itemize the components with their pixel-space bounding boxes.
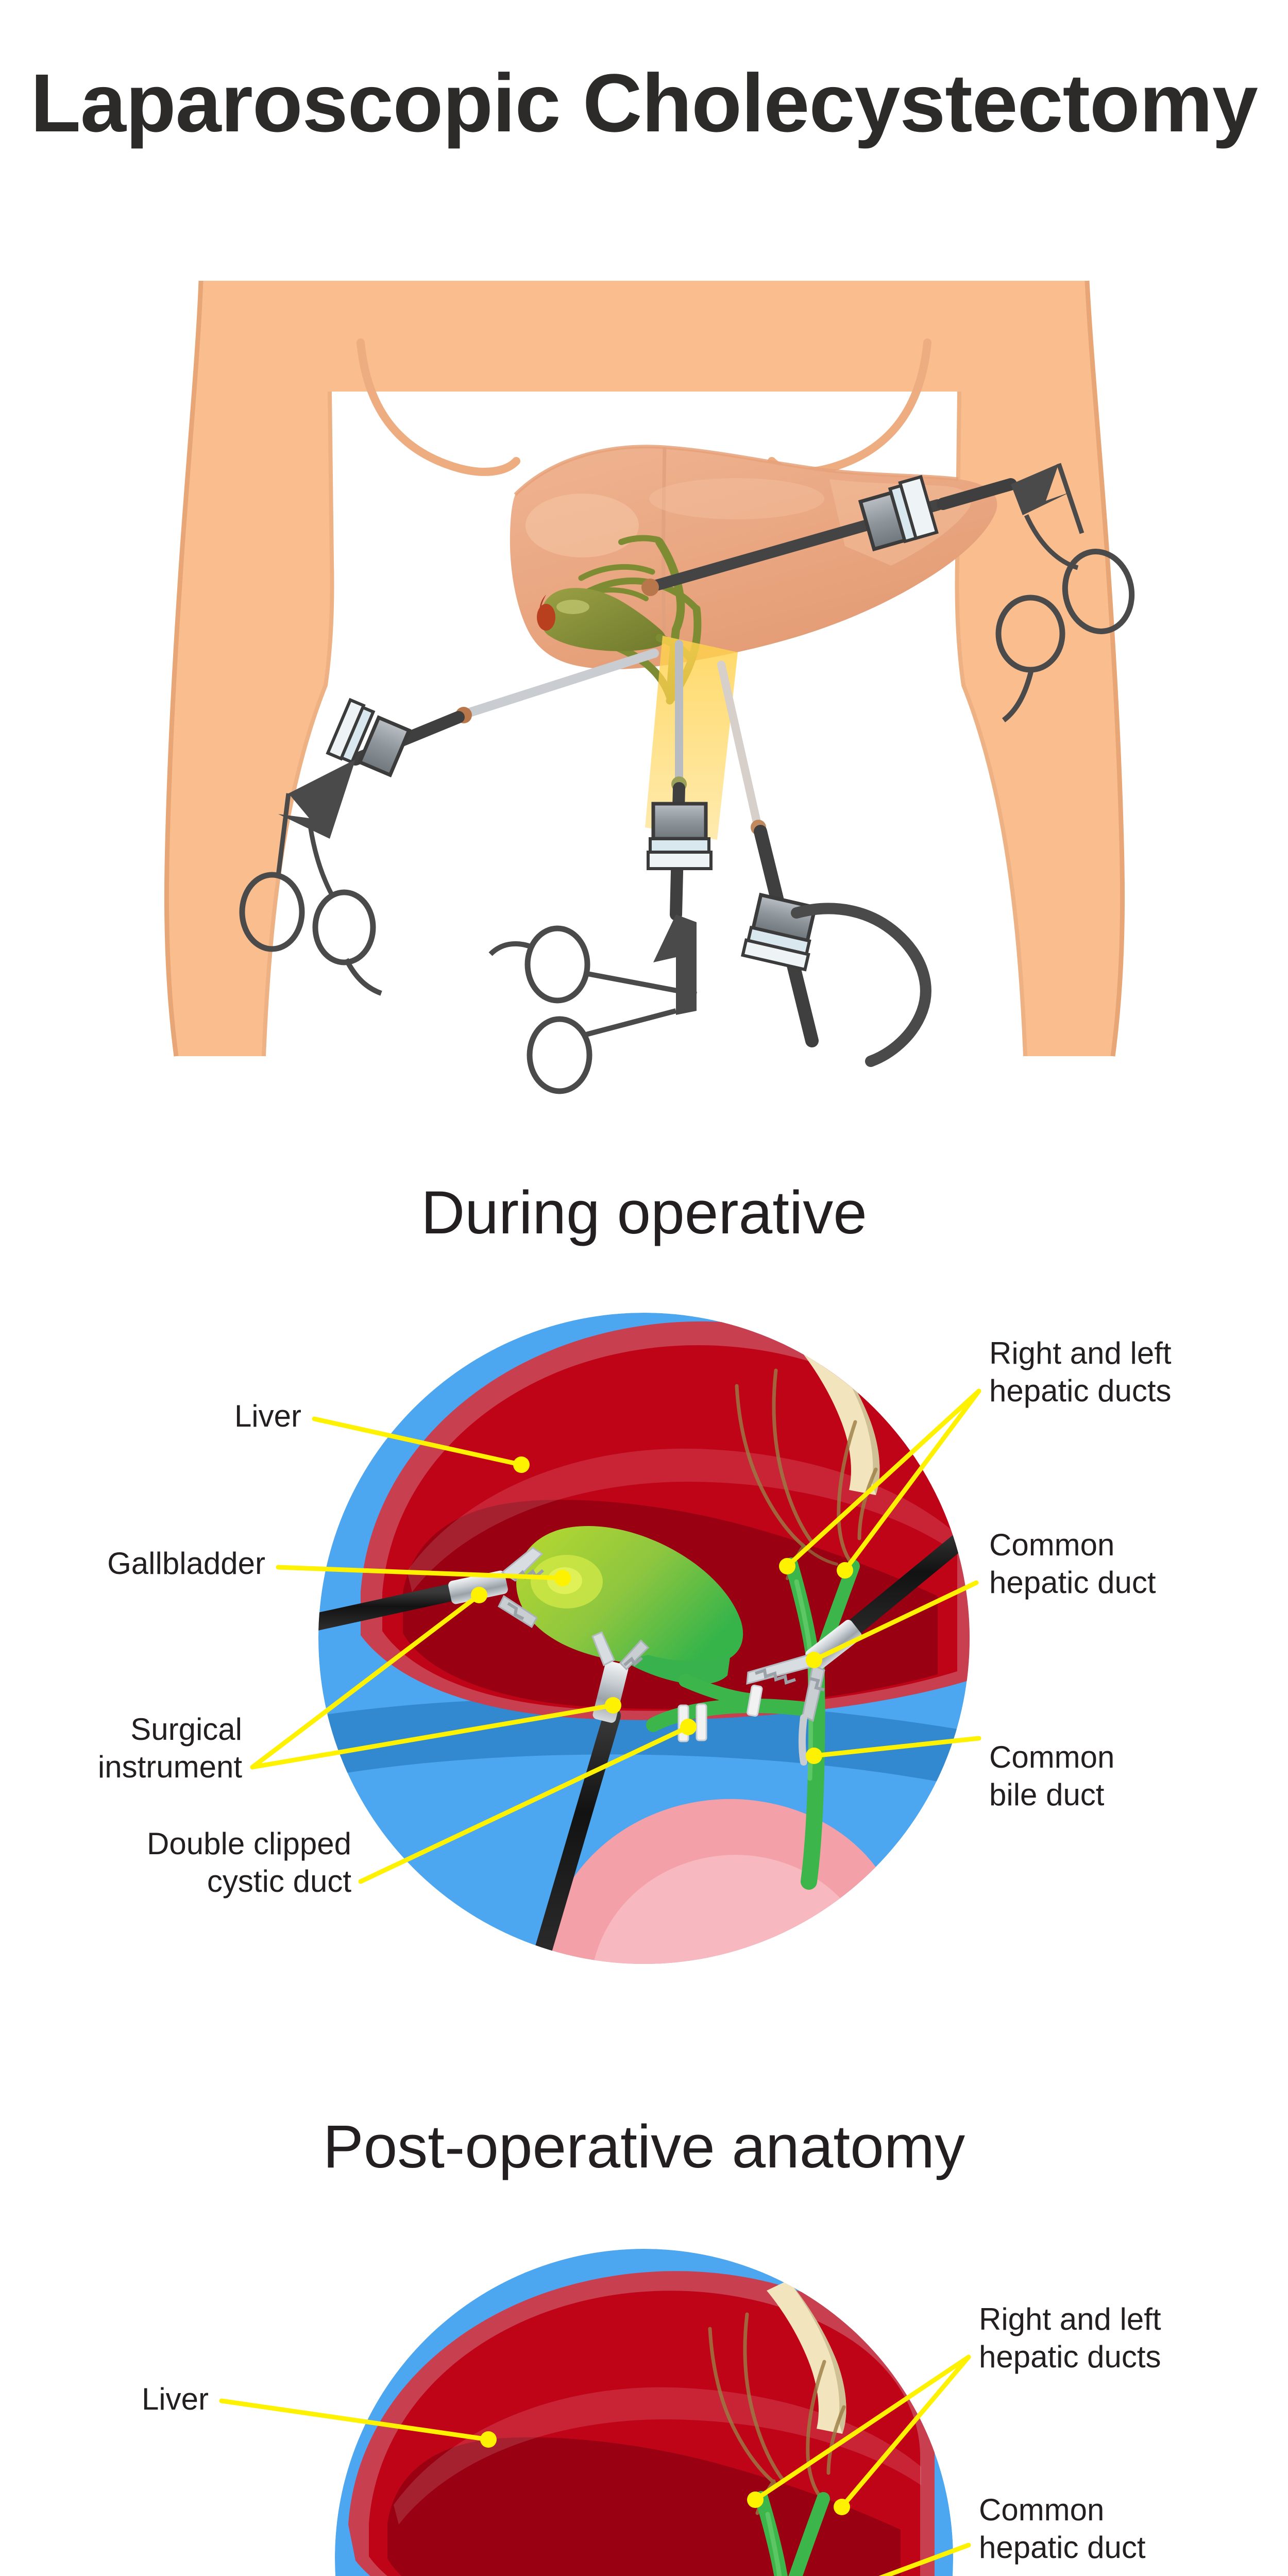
label-during-common-hepatic-duct: Common hepatic duct bbox=[989, 1528, 1156, 1600]
label-post-right-left-hepatic-ducts: Right and left hepatic ducts bbox=[979, 2302, 1161, 2375]
heading-during-operative: During operative bbox=[421, 1179, 867, 1247]
page-title: Laparoscopic Cholecystectomy bbox=[30, 57, 1258, 149]
during-operative-scene bbox=[318, 1313, 970, 1964]
label-during-liver: Liver bbox=[234, 1399, 301, 1433]
instrument-centre-vertical bbox=[488, 640, 713, 1094]
instrument-lower-left bbox=[239, 649, 659, 996]
instrument-camera-right bbox=[717, 660, 931, 1067]
label-during-right-left-hepatic-ducts: Right and left hepatic ducts bbox=[989, 1336, 1172, 1409]
torso-bile-ducts bbox=[578, 535, 702, 705]
torso-liver bbox=[510, 445, 997, 669]
instrument-upper-right bbox=[641, 463, 1135, 722]
during-leader-dots bbox=[471, 1456, 853, 1764]
laparoscope-light-cone bbox=[645, 636, 738, 840]
surgical-instrument-grasper-lower bbox=[532, 1631, 650, 1964]
label-during-surgical-instrument: Surgical instrument bbox=[97, 1712, 242, 1785]
label-during-common-bile-duct: Common bile duct bbox=[989, 1740, 1115, 1812]
gallbladder-shape bbox=[516, 1526, 763, 1717]
surgical-instrument-hilum bbox=[746, 1516, 970, 1766]
label-during-gallbladder: Gallbladder bbox=[107, 1546, 265, 1581]
post-leader-dots bbox=[480, 2431, 850, 2515]
torso-gallbladder bbox=[537, 588, 696, 664]
torso-body bbox=[164, 280, 1125, 1057]
double-clip-cystic-duct bbox=[677, 1703, 707, 1742]
post-leader-lines bbox=[219, 2354, 971, 2576]
label-post-liver: Liver bbox=[141, 2382, 209, 2416]
label-post-common-hepatic-duct: Common hepatic duct bbox=[979, 2493, 1146, 2565]
heading-post-operative-anatomy: Post-operative anatomy bbox=[323, 2113, 965, 2181]
post-operative-scene bbox=[335, 2249, 953, 2576]
during-leader-lines bbox=[250, 1388, 981, 1884]
surgical-instrument-grasper-left bbox=[318, 1547, 544, 1637]
label-during-double-clipped-cystic-duct: Double clipped cystic duct bbox=[147, 1826, 351, 1899]
